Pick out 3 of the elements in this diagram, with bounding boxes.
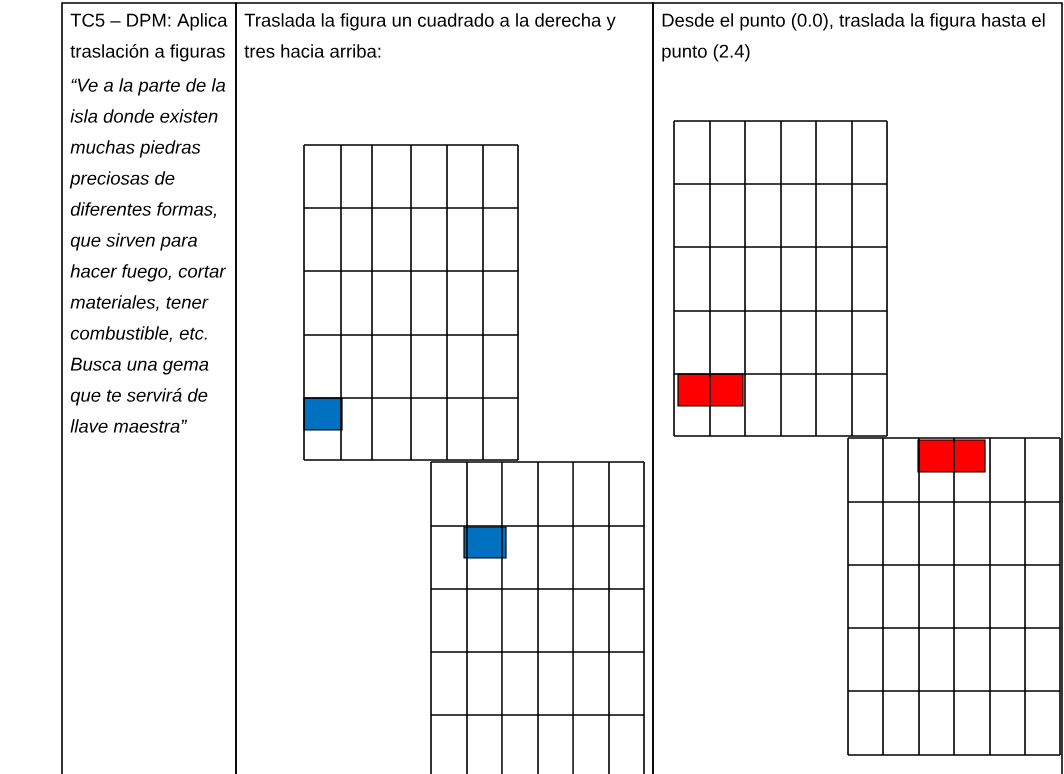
table-cell: TC5 – DPM: Aplica traslación a figuras “Ve a la parte de la isla donde existen muchas piedras preciosas de diferentes formas, que sirven para hacer fuego, cortar materiales, tener combustible, etc. Busca una gema que te servirá de llave maestra” [61, 2, 237, 774]
table-cell: Traslada la figura un cuadrado a la derecha y tres hacia arriba: [235, 2, 654, 774]
table-cell: Desde el punto (0.0), traslada la figura hasta el punto (2.4) [652, 2, 1063, 774]
